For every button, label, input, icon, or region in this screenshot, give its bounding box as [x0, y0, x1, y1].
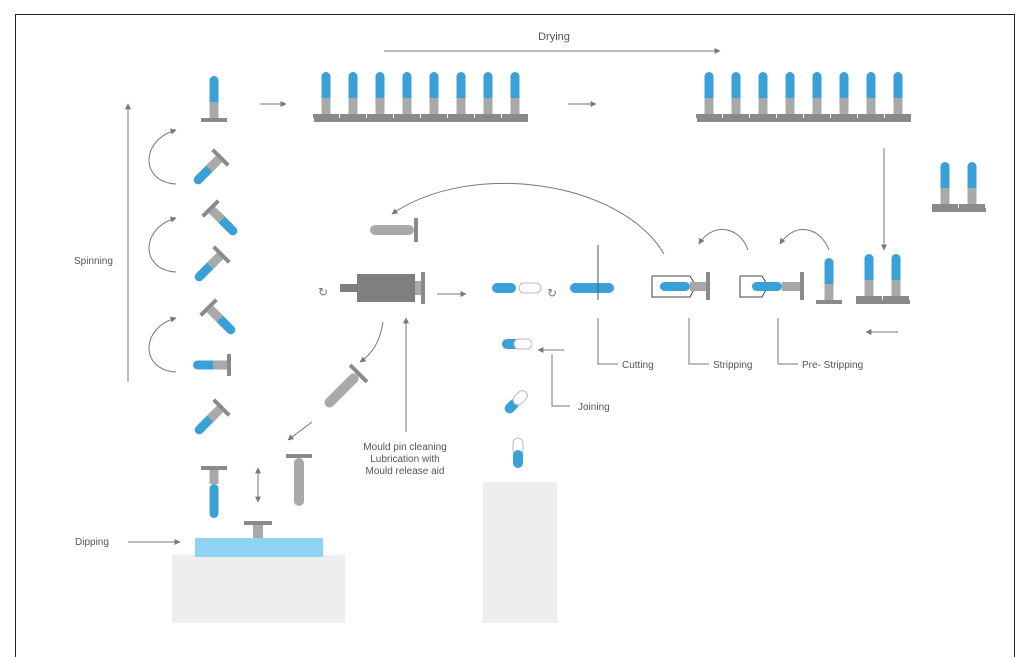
- dipping-bath: [172, 521, 345, 623]
- flow-arrow: [359, 321, 384, 363]
- dipping-pin-down: [201, 466, 227, 518]
- spin-icon: ↻: [318, 285, 328, 299]
- cleaning-label-line-1: Mould pin cleaning: [363, 442, 446, 453]
- diagram-frame: [15, 14, 1015, 657]
- pin-icon: [188, 398, 231, 441]
- dipping-label: Dipping: [75, 537, 109, 548]
- drying-rack-1: [313, 72, 528, 122]
- rotate-arrow: [779, 229, 830, 251]
- pin-icon: [193, 354, 231, 376]
- stripping-label: Stripping: [713, 360, 752, 371]
- rotate-arrow: [148, 316, 177, 373]
- drying-label: Drying: [538, 31, 570, 43]
- clean-pin-icon: [317, 363, 369, 415]
- clean-pin-down: [286, 454, 312, 506]
- joining-callout: [551, 354, 570, 407]
- stripping-icon: [651, 272, 710, 300]
- rotate-arrow: [698, 229, 749, 251]
- spinning-label: Spinning: [74, 256, 113, 267]
- finished-capsule-icon: [512, 437, 524, 468]
- mould-cleaning-unit: ↻: [318, 272, 425, 304]
- pre-stripping-callout: [777, 318, 798, 365]
- pin-stand-icon: [816, 258, 842, 304]
- joining-capsule-tilted: [504, 390, 528, 414]
- rotate-arrow: [148, 216, 177, 273]
- rotate-arrow: [148, 128, 177, 185]
- joining-label: Joining: [578, 402, 610, 413]
- cleaning-label-line-3: Mould release aid: [366, 466, 445, 477]
- output-block: [483, 482, 557, 623]
- pre-stripping-label: Pre- Stripping: [802, 360, 863, 371]
- pin-icon: [201, 199, 244, 242]
- pin-icon: [187, 148, 230, 191]
- pin-icon: [188, 245, 231, 288]
- pin-icon: [201, 76, 227, 122]
- spin-icon: ↻: [547, 286, 557, 300]
- return-arrow: [391, 182, 665, 255]
- drying-rack-2: [696, 72, 911, 122]
- stripping-callout: [688, 318, 709, 365]
- pin-pair-icon: [932, 162, 986, 212]
- clean-pin-icon: [370, 218, 418, 242]
- cutting-icon: [570, 245, 614, 300]
- pre-stripping-icon: [739, 272, 804, 300]
- pin-icon: [199, 298, 242, 341]
- cutting-callout: [597, 318, 618, 365]
- cutting-label: Cutting: [622, 360, 654, 371]
- capsule-halves-icon: [492, 282, 542, 294]
- flow-arrow: [287, 421, 313, 441]
- cleaning-label-line-2: Lubrication with: [370, 454, 439, 465]
- joined-capsule-icon: [502, 338, 533, 350]
- pin-pair-icon: [856, 254, 910, 304]
